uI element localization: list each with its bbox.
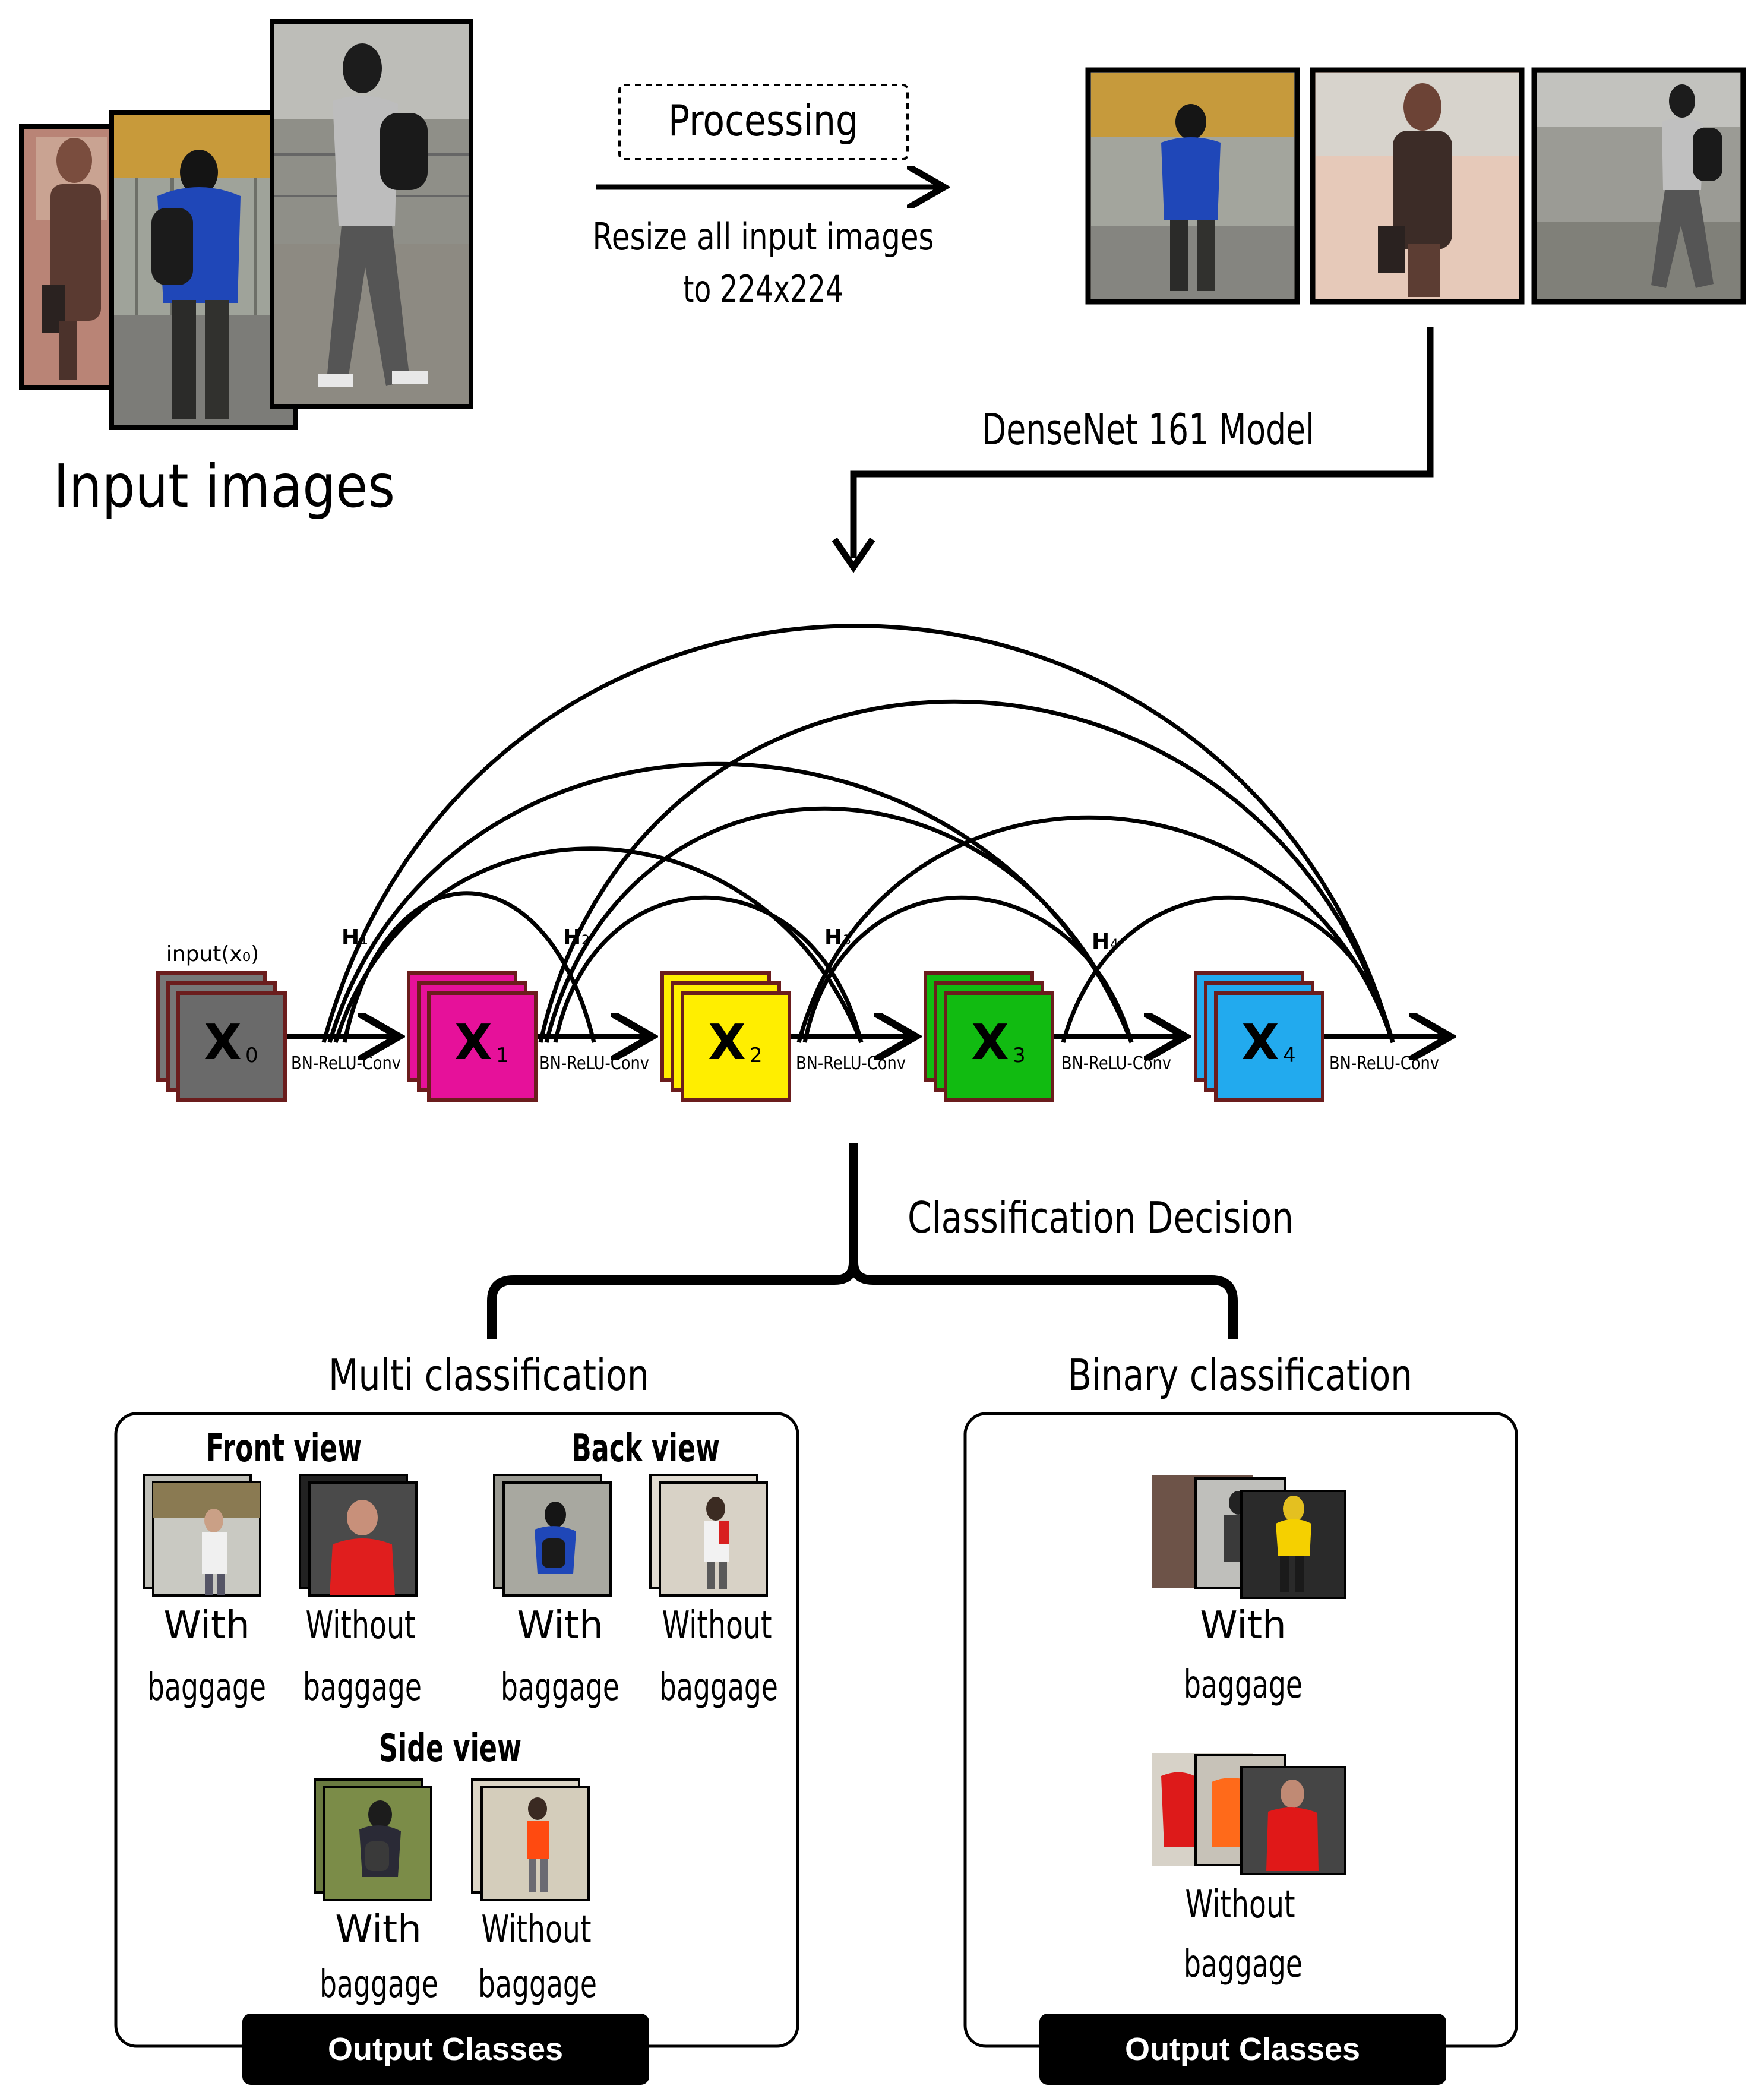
dense-input-label: input(x₀) bbox=[166, 942, 259, 966]
h4-name: H bbox=[1092, 930, 1109, 954]
multi-output-classes-label: Output Classes bbox=[328, 2031, 563, 2067]
thumb-front-without-baggage bbox=[299, 1474, 418, 1597]
layer-x0: X 0 bbox=[156, 971, 287, 1102]
thumb-side-without-baggage bbox=[471, 1778, 590, 1901]
layer-x4-sub: 4 bbox=[1283, 1044, 1296, 1067]
binary-class-1-line1: With bbox=[1200, 1604, 1286, 1648]
front-view-label: Front view bbox=[206, 1427, 362, 1471]
input-photo-2 bbox=[109, 110, 298, 430]
multi-classification-title: Multi classification bbox=[328, 1350, 649, 1400]
classification-decision-label: Classification Decision bbox=[908, 1193, 1294, 1243]
thumb-binary-without-baggage bbox=[1152, 1753, 1346, 1875]
input-images-label: Input images bbox=[53, 451, 395, 521]
densenet-model-label: DenseNet 161 Model bbox=[982, 405, 1314, 454]
thumb-front-with-baggage bbox=[143, 1474, 261, 1597]
h2-name: H bbox=[563, 925, 581, 950]
layer-x3: X 3 bbox=[924, 971, 1054, 1102]
resized-photo-3 bbox=[1531, 67, 1746, 305]
layer-x3-sub: 3 bbox=[1013, 1044, 1026, 1067]
binary-output-classes-label: Output Classes bbox=[1125, 2031, 1360, 2067]
binary-class-2-line2: baggage bbox=[1184, 1942, 1303, 1986]
edge-labels: BN-ReLU-Conv BN-ReLU-Conv BN-ReLU-Conv B… bbox=[291, 1053, 1439, 1074]
processing-box bbox=[618, 84, 909, 160]
processing-caption-line1: Resize all input images bbox=[593, 215, 934, 258]
resized-photo-2 bbox=[1310, 67, 1525, 305]
layer-x2-sub: 2 bbox=[750, 1044, 763, 1067]
input-photo-1 bbox=[19, 124, 128, 390]
binary-class-1-line2: baggage bbox=[1184, 1663, 1303, 1707]
multi-output-classes-badge bbox=[242, 2014, 649, 2085]
side-view-label: Side view bbox=[379, 1727, 521, 1771]
layer-x2: X 2 bbox=[660, 971, 791, 1102]
layer-x4-name: X bbox=[1241, 1015, 1279, 1071]
resized-photo-1 bbox=[1085, 67, 1300, 305]
transition-labels: H 1 H 2 H 3 H 4 bbox=[342, 925, 1118, 954]
h2-sub: 2 bbox=[581, 933, 590, 948]
thumb-binary-with-baggage bbox=[1152, 1475, 1346, 1599]
binary-output-classes-badge bbox=[1039, 2014, 1446, 2085]
edge-label-2: BN-ReLU-Conv bbox=[539, 1053, 649, 1074]
thumb-back-with-baggage bbox=[493, 1474, 612, 1597]
layer-x1-sub: 1 bbox=[496, 1044, 509, 1067]
binary-class-2-line1: Without bbox=[1186, 1883, 1295, 1927]
h1-name: H bbox=[342, 925, 359, 950]
layer-x1-name: X bbox=[454, 1015, 492, 1071]
h1-sub: 1 bbox=[360, 933, 368, 948]
layer-x0-sub: 0 bbox=[245, 1044, 258, 1067]
dense-block: input(x₀) X 0 X 1 X 2 bbox=[156, 624, 1450, 1102]
multi-class-5-line2: baggage bbox=[320, 1963, 438, 2006]
processing-caption-line2: to 224x224 bbox=[683, 267, 843, 311]
model-connector-arrowhead bbox=[832, 537, 875, 573]
h4-sub: 4 bbox=[1110, 937, 1118, 952]
back-view-label: Back view bbox=[571, 1427, 720, 1471]
layer-x1: X 1 bbox=[407, 971, 538, 1102]
multi-class-1-line1: With bbox=[163, 1604, 249, 1648]
model-connector-line bbox=[850, 327, 1434, 558]
decision-bracket bbox=[487, 1143, 1238, 1339]
layer-x0-name: X bbox=[204, 1015, 241, 1071]
h3-sub: 3 bbox=[843, 933, 851, 948]
dense-connection-arcs bbox=[321, 624, 1395, 1044]
input-images-stack bbox=[19, 19, 473, 430]
edge-label-5: BN-ReLU-Conv bbox=[1329, 1053, 1439, 1074]
binary-classification-title: Binary classification bbox=[1068, 1350, 1412, 1400]
multi-class-1-line2: baggage bbox=[147, 1666, 266, 1709]
multi-class-2-line2: baggage bbox=[303, 1666, 422, 1709]
multi-class-5-line1: With bbox=[335, 1908, 421, 1952]
processing-label: Processing bbox=[668, 96, 858, 146]
input-photo-3 bbox=[270, 19, 473, 409]
thumb-back-without-baggage bbox=[649, 1474, 768, 1597]
layer-x4: X 4 bbox=[1194, 971, 1324, 1102]
multi-class-4-line1: Without bbox=[662, 1604, 772, 1648]
multi-class-6-line1: Without bbox=[482, 1908, 592, 1952]
layer-x3-name: X bbox=[971, 1015, 1009, 1071]
edge-label-1: BN-ReLU-Conv bbox=[291, 1053, 401, 1074]
thumb-side-with-baggage bbox=[314, 1778, 432, 1901]
multi-class-4-line2: baggage bbox=[659, 1666, 778, 1709]
multi-class-3-line1: With bbox=[517, 1604, 603, 1648]
edge-label-3: BN-ReLU-Conv bbox=[796, 1053, 906, 1074]
h3-name: H bbox=[824, 925, 842, 950]
edge-label-4: BN-ReLU-Conv bbox=[1061, 1053, 1171, 1074]
multi-class-2-line1: Without bbox=[306, 1604, 416, 1648]
layer-x2-name: X bbox=[708, 1015, 745, 1071]
resized-images bbox=[1085, 67, 1746, 305]
multi-class-6-line2: baggage bbox=[478, 1963, 597, 2006]
multi-class-3-line2: baggage bbox=[501, 1666, 619, 1709]
